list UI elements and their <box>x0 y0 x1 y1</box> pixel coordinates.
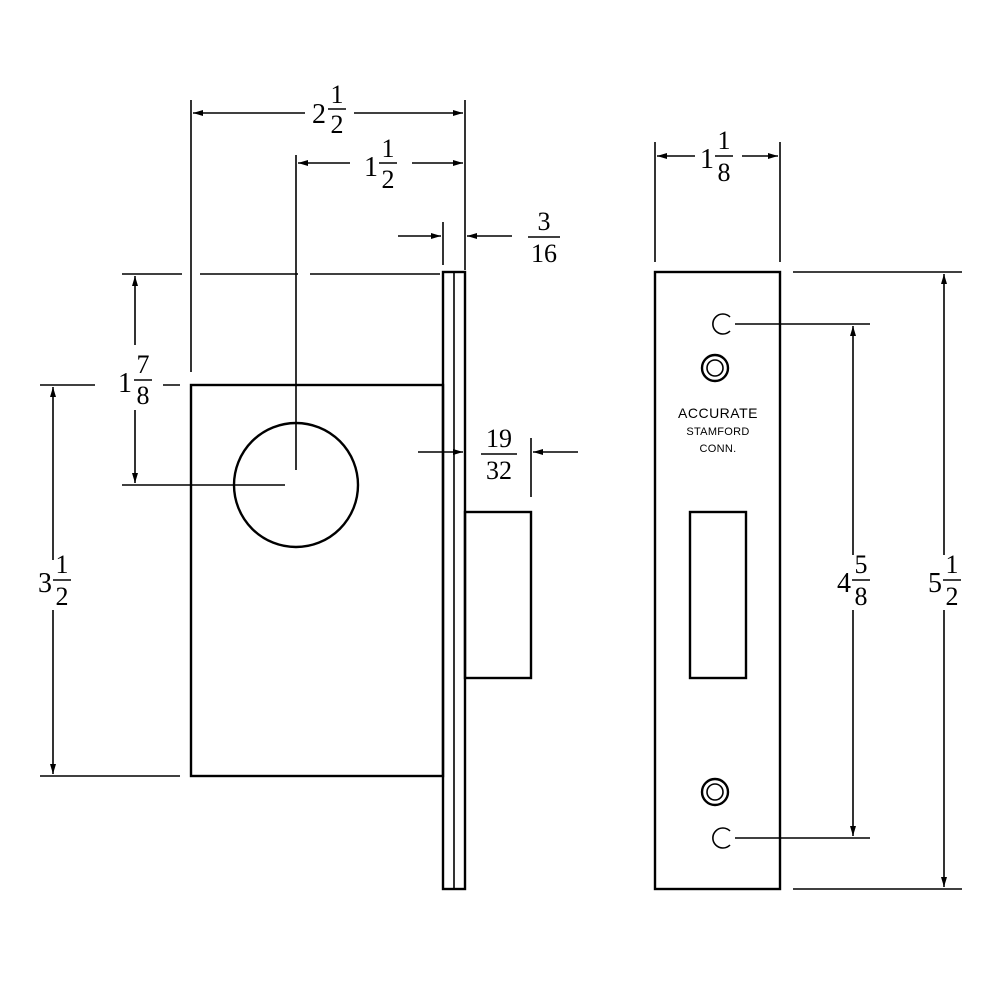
svg-text:3: 3 <box>538 207 551 236</box>
marking-line3: CONN. <box>700 443 737 455</box>
dim-overall-depth: 2 1 2 <box>312 80 346 139</box>
bolt <box>463 510 533 680</box>
extension-lines <box>40 100 962 890</box>
bottom-screw-inner-icon <box>706 783 724 801</box>
svg-text:1: 1 <box>364 152 378 183</box>
dim-faceplate-thickness: 3 16 <box>528 207 560 268</box>
svg-text:2: 2 <box>312 99 326 130</box>
bolt-opening <box>688 510 748 680</box>
svg-text:1: 1 <box>118 368 132 399</box>
faceplate-front <box>653 270 782 891</box>
svg-text:1: 1 <box>382 134 395 163</box>
svg-text:8: 8 <box>137 381 150 410</box>
svg-text:5: 5 <box>855 550 868 579</box>
svg-text:1: 1 <box>331 80 344 109</box>
dim-screw-centers: 4 5 8 <box>837 550 870 611</box>
bottom-screw-icon <box>700 777 730 807</box>
marking-line1: ACCURATE <box>678 405 758 421</box>
marking-line2: STAMFORD <box>686 426 749 438</box>
bottom-screw-hole-icon <box>712 827 731 849</box>
top-screw-icon <box>700 353 730 383</box>
svg-text:1: 1 <box>700 144 714 175</box>
svg-text:32: 32 <box>486 456 512 485</box>
top-screw-hole-icon <box>712 313 731 335</box>
svg-text:8: 8 <box>855 582 868 611</box>
svg-text:3: 3 <box>38 568 52 599</box>
svg-text:16: 16 <box>531 239 557 268</box>
dim-faceplate-height: 5 1 2 <box>928 550 961 611</box>
svg-text:4: 4 <box>837 568 851 599</box>
svg-text:7: 7 <box>137 350 150 379</box>
dim-case-height: 3 1 2 <box>38 550 71 611</box>
svg-text:2: 2 <box>946 582 959 611</box>
svg-text:1: 1 <box>56 550 69 579</box>
dim-bolt-throw: 19 32 <box>481 424 517 485</box>
lock-case <box>189 383 445 778</box>
top-screw-inner-icon <box>706 359 724 377</box>
svg-text:2: 2 <box>56 582 69 611</box>
dim-backset: 1 1 2 <box>364 134 397 194</box>
svg-text:19: 19 <box>486 424 512 453</box>
svg-text:1: 1 <box>718 126 731 155</box>
side-view <box>189 270 533 891</box>
dimension-arrows <box>50 110 947 887</box>
dim-faceplate-width: 1 1 8 <box>700 126 733 187</box>
svg-text:1: 1 <box>946 550 959 579</box>
front-view: ACCURATE STAMFORD CONN. <box>653 270 782 891</box>
svg-text:5: 5 <box>928 568 942 599</box>
dim-top-to-hub: 1 7 8 <box>118 350 152 410</box>
svg-text:8: 8 <box>718 158 731 187</box>
svg-text:2: 2 <box>331 110 344 139</box>
svg-text:2: 2 <box>382 165 395 194</box>
